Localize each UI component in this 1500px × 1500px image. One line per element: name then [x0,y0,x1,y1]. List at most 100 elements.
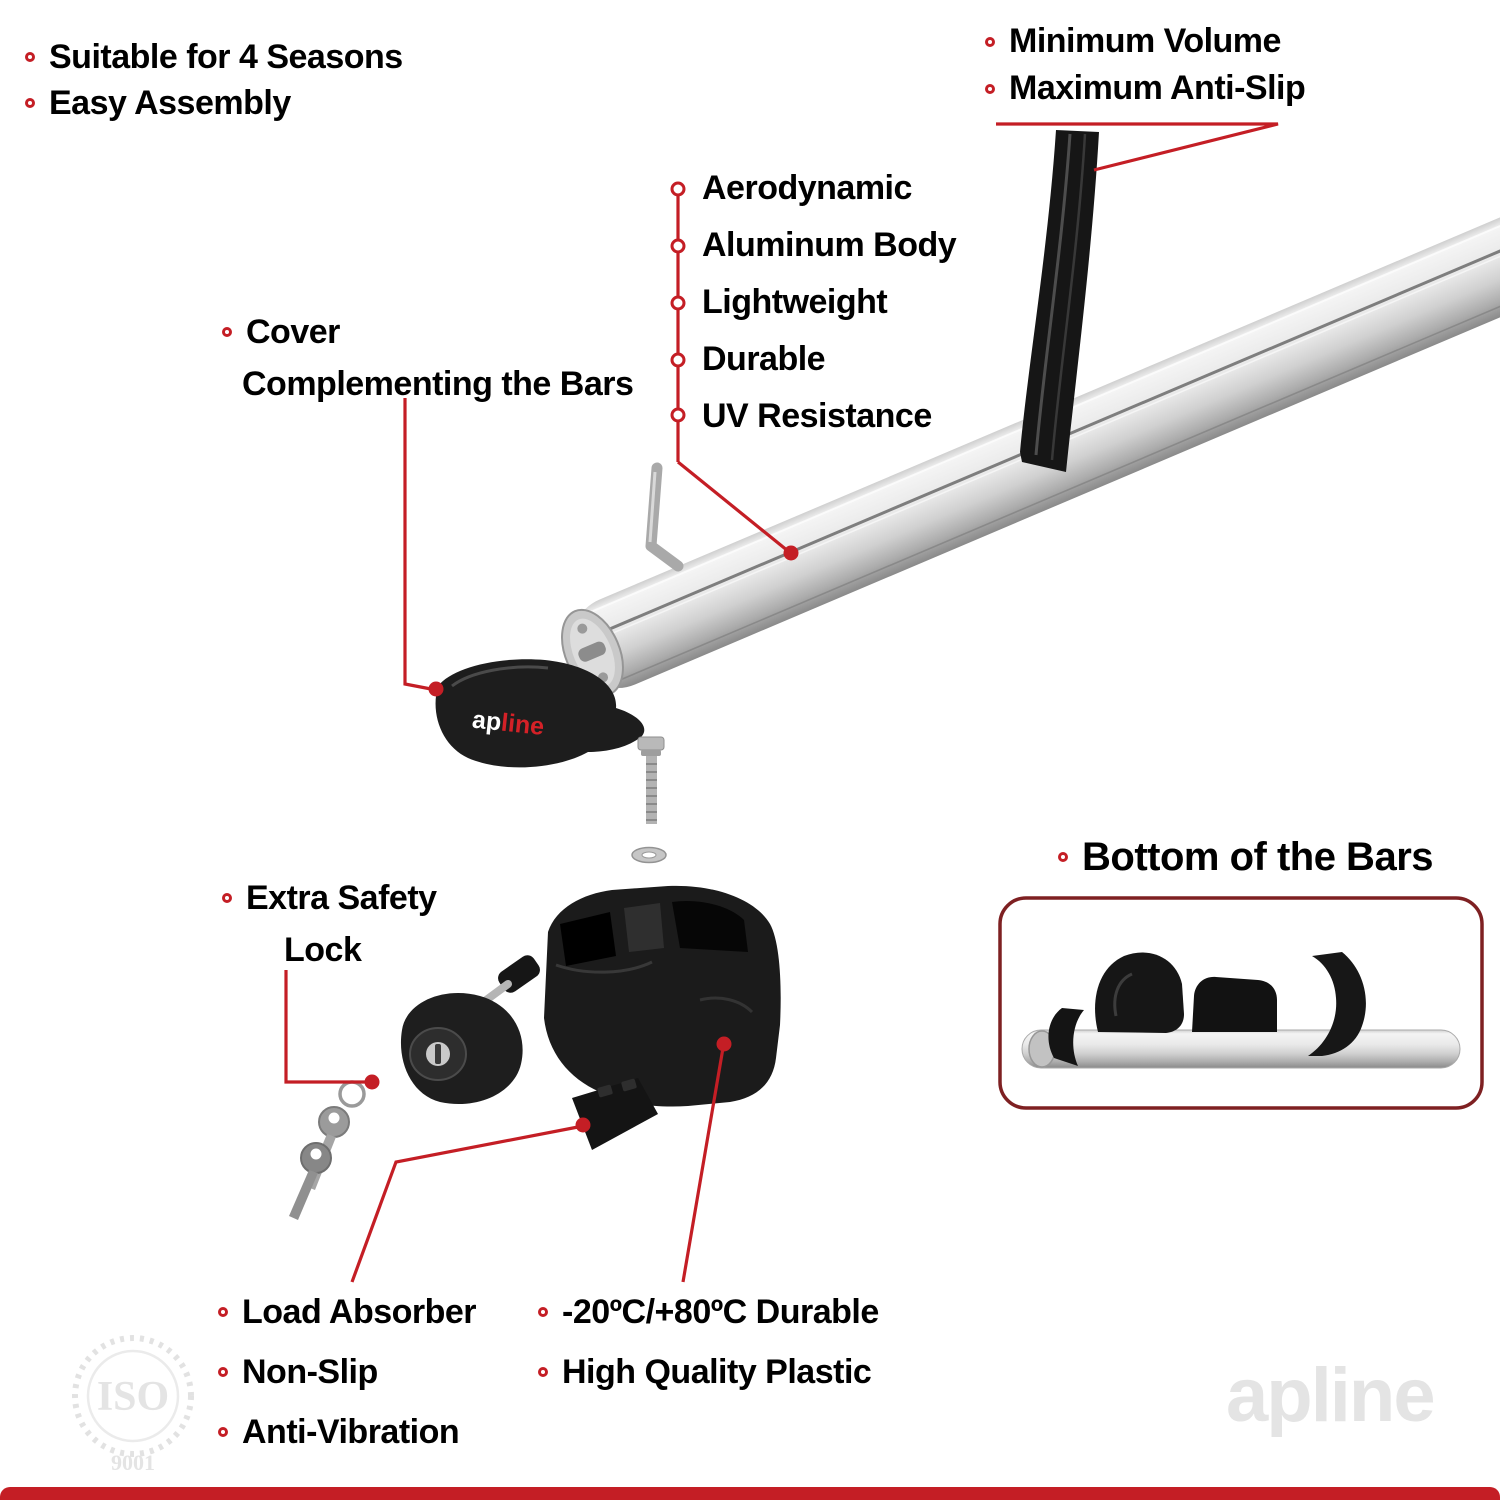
callout-label: Easy Assembly [49,83,291,122]
key-2-blade [289,1170,318,1220]
crossbar-groove-edge [604,196,1500,638]
bullet-icon [218,1367,228,1377]
bolt-threads [646,763,657,821]
bullet-icon [25,52,35,62]
callout-item: -20ºC/+80ºC Durable [538,1282,879,1342]
top-right-callouts: Minimum Volume Maximum Anti-Slip [985,18,1306,112]
keys [289,1080,366,1220]
callout-item: Anti-Vibration [218,1402,476,1462]
callout-item: High Quality Plastic [538,1342,879,1402]
callout-item: Easy Assembly [25,80,403,126]
bottom-bars-callout: Bottom of the Bars [1058,833,1434,881]
callout-label: Anti-Vibration [242,1412,460,1451]
callout-dot-bar [783,545,799,561]
callout-dot-absorber [575,1117,591,1133]
iso-badge: ISO 9001 [72,1335,194,1475]
safety-lock [400,955,540,1105]
detail-top-clamp-edge [1113,972,1133,1017]
callout-label: Cover [246,312,340,351]
cover-logo-suffix: line [500,709,546,741]
mounting-foot-pocket [672,900,748,952]
callout-line-cover [403,398,432,691]
cover-callout: Cover Complementing the Bars [222,306,634,410]
callout-dot-lock [364,1074,380,1090]
bottom-right-callouts: -20ºC/+80ºC Durable High Quality Plastic [538,1282,879,1402]
allen-key-highlight [648,471,657,543]
callout-dot-cover [428,681,444,697]
bullet-icon [538,1367,548,1377]
callout-line-features-to-bar [676,460,790,553]
bullet-icon [25,98,35,108]
callout-label: Maximum Anti-Slip [1009,69,1306,107]
callout-label: Non-Slip [242,1352,378,1391]
mounting-foot-body [544,885,781,1107]
callout-item: Suitable for 4 Seasons [25,34,403,80]
feature-bullet-2 [670,238,686,254]
callout-label: Extra Safety [246,878,437,917]
crossbar [561,170,1500,697]
bar-cover-body [435,659,645,768]
crossbar-end-channel-top [577,623,588,634]
bolt-collar [641,750,661,756]
feature-bullet-1 [670,181,686,197]
callout-item: Cover [222,306,633,358]
allen-key-body [645,462,684,572]
mounting-foot-channel-right [624,903,664,952]
callout-item: Complementing the Bars [242,358,634,410]
rubber-strip-rib-1 [1034,133,1072,456]
bottom-left-callouts: Load Absorber Non-Slip Anti-Vibration [218,1282,477,1462]
callout-label: Bottom of the Bars [1082,834,1434,879]
cover-logo-prefix: ap [471,706,503,737]
feature-bullet-3 [670,295,686,311]
load-absorber-nub-1 [597,1084,613,1098]
bullet-icon [218,1307,228,1317]
callout-dots [364,545,799,1133]
lock-callout: Extra Safety Lock [222,872,437,976]
load-absorber-pad [572,1078,658,1150]
lock-keyhole [435,1044,441,1064]
bar-feature-list: Aerodynamic Aluminum Body Lightweight Du… [702,160,957,445]
crossbar-highlight [584,170,1500,616]
feature-label: Aerodynamic [702,169,912,207]
callout-item: Extra Safety [222,872,437,924]
key-2-hole [310,1148,322,1160]
crossbar-end-slot [578,641,606,662]
callout-label: -20ºC/+80ºC Durable [562,1292,879,1331]
feature-label: Lightweight [702,283,888,321]
feature-item: Aluminum Body [702,217,957,274]
key-1-hole [328,1112,340,1124]
callout-item: Bottom of the Bars [1058,833,1434,881]
washer [631,846,667,864]
load-absorber-body [572,1078,658,1150]
callout-item: Maximum Anti-Slip [985,65,1306,112]
callout-dot-plastic [716,1036,732,1052]
iso-label: ISO [97,1374,169,1420]
bullet-icon [218,1427,228,1437]
iso-badge-ring [72,1335,194,1457]
bolt [637,736,665,824]
callout-line-absorber [350,1125,579,1283]
callout-item: Non-Slip [218,1342,476,1402]
iso-number: 9001 [111,1450,155,1475]
callout-line-strip [996,122,1279,172]
iso-badge-inner-ring [86,1349,180,1443]
crossbar-body [571,178,1500,689]
detail-rubber-flap [1308,952,1366,1056]
washer-hole [641,851,657,859]
feature-label: Durable [702,340,826,378]
detail-top-clamp [1095,952,1184,1033]
callout-label: High Quality Plastic [562,1352,872,1391]
callout-label: Complementing the Bars [242,364,634,403]
rubber-strip-rib-2 [1050,133,1087,461]
bullet-icon [1058,852,1068,862]
bullet-icon [985,36,995,47]
callout-label: Lock [284,930,362,969]
bolt-head [637,736,665,751]
feature-bullets [670,181,686,423]
top-left-callouts: Suitable for 4 Seasons Easy Assembly [25,34,403,126]
bolt-shaft [646,756,657,824]
bottom-accent-bar [0,1487,1500,1500]
detail-bar [1021,1029,1461,1069]
